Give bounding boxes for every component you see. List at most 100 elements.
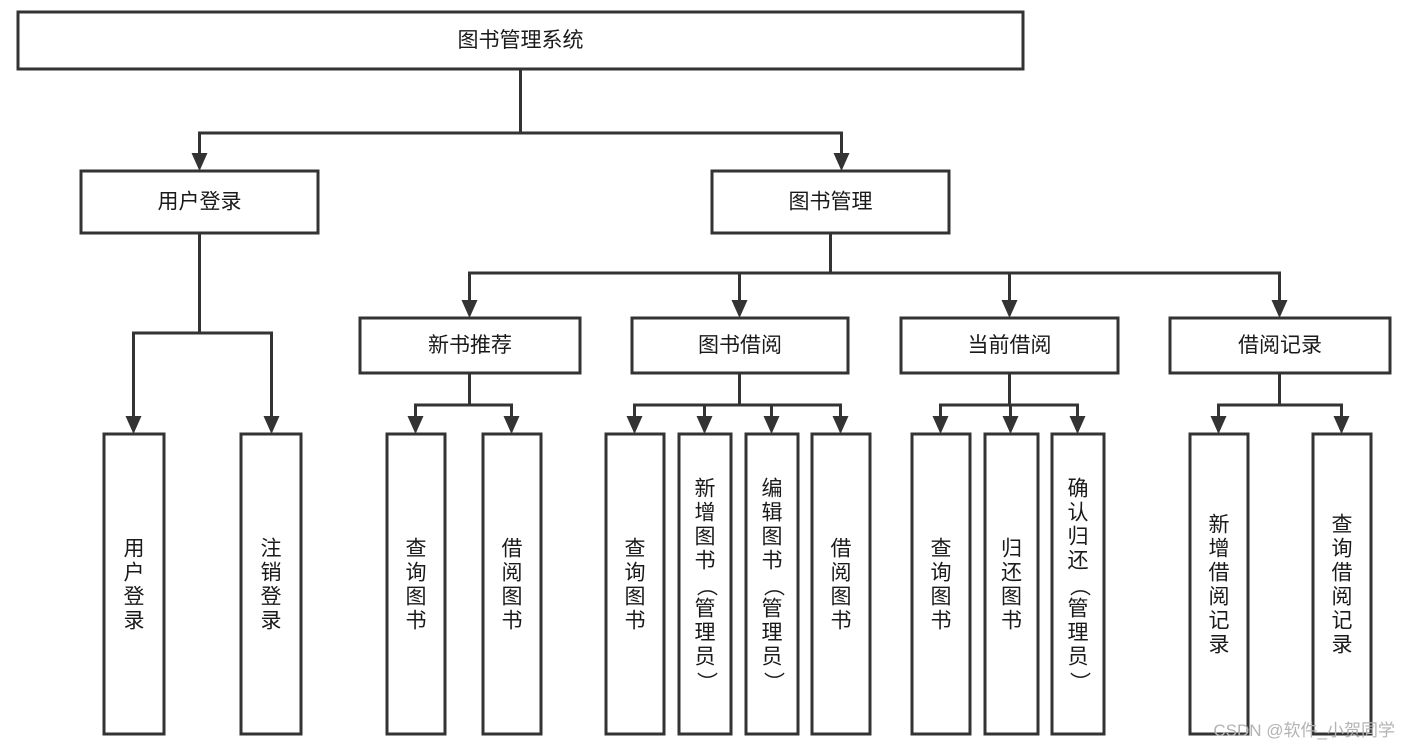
node-box xyxy=(744,432,800,736)
node-label-char: 员 xyxy=(695,646,716,669)
node-label-char: 借 xyxy=(1332,562,1353,585)
node-user-login[interactable]: 用户登录 xyxy=(79,169,320,235)
node-current-borrow[interactable]: 当前借阅 xyxy=(899,316,1120,375)
node-box xyxy=(239,432,303,736)
node-box xyxy=(481,432,543,736)
node-label-char: 登 xyxy=(124,586,145,609)
node-label-char: 归 xyxy=(1001,538,1022,561)
node-label-char: 查 xyxy=(1332,514,1353,537)
node-layer: 图书管理系统用户登录图书管理新书推荐图书借阅当前借阅借阅记录用户登录注销登录查询… xyxy=(16,10,1392,736)
node-label-char: 新 xyxy=(695,478,716,501)
arrow-head-icon xyxy=(932,416,949,434)
node-label-char: 图 xyxy=(831,586,852,609)
node-label-char: 增 xyxy=(1209,538,1230,561)
arrow-head-icon xyxy=(833,153,850,171)
node-label-char: 编 xyxy=(762,478,783,501)
node-box xyxy=(385,432,447,736)
node-label-char: 查 xyxy=(625,538,646,561)
node-label-char: 辑 xyxy=(762,502,783,525)
node-label-char: （ xyxy=(694,576,717,597)
node-label-char: 查 xyxy=(931,538,952,561)
node-label-char: 认 xyxy=(1068,502,1089,525)
arrow-head-icon xyxy=(503,416,520,434)
node-label: 新书推荐 xyxy=(428,334,512,357)
node-label-char: 理 xyxy=(1068,622,1089,645)
node-borrow-record[interactable]: 借阅记录 xyxy=(1168,316,1392,375)
node-box xyxy=(1188,432,1250,736)
node-label-char: 新 xyxy=(1209,514,1230,537)
node-label-char: 员 xyxy=(1068,646,1089,669)
node-label-char: 借 xyxy=(831,538,852,561)
node-label-char: 阅 xyxy=(831,562,852,585)
node-label: 借阅记录 xyxy=(1238,334,1322,357)
node-box xyxy=(604,432,666,736)
node-label-char: 询 xyxy=(931,562,952,585)
node-label-char: 确 xyxy=(1068,478,1089,501)
arrow-head-icon xyxy=(1271,300,1288,318)
node-label-char: 增 xyxy=(695,502,716,525)
node-label-char: 借 xyxy=(1209,562,1230,585)
node-label-char: 录 xyxy=(124,610,145,633)
node-label-char: 询 xyxy=(1332,538,1353,561)
node-label-char: 还 xyxy=(1068,550,1089,573)
node-label-char: 录 xyxy=(1209,634,1230,657)
node-label-char: （ xyxy=(761,576,784,597)
arrow-head-icon xyxy=(832,416,849,434)
node-label-char: 书 xyxy=(762,550,783,573)
node-label: 当前借阅 xyxy=(968,334,1052,357)
node-label-char: 图 xyxy=(625,586,646,609)
node-label-char: 图 xyxy=(1001,586,1022,609)
node-leaf-user-login[interactable]: 用户登录 xyxy=(102,432,166,736)
node-label-char: 阅 xyxy=(1209,586,1230,609)
node-label-char: 图 xyxy=(406,586,427,609)
arrow-head-icon xyxy=(1069,416,1086,434)
node-label-char: 书 xyxy=(1001,610,1022,633)
node-box xyxy=(677,432,733,736)
node-label-char: 录 xyxy=(1332,634,1353,657)
arrow-head-icon xyxy=(696,416,713,434)
node-label-char: 书 xyxy=(831,610,852,633)
node-label: 用户登录 xyxy=(158,191,242,214)
node-label-char: 理 xyxy=(762,622,783,645)
node-box xyxy=(79,169,320,235)
node-label-char: 记 xyxy=(1209,610,1230,633)
node-label-char: 图 xyxy=(695,526,716,549)
node-root[interactable]: 图书管理系统 xyxy=(16,10,1025,71)
node-label-char: （ xyxy=(1067,576,1090,597)
arrow-head-layer xyxy=(125,153,1350,434)
arrow-head-icon xyxy=(763,416,780,434)
node-label-char: 书 xyxy=(625,610,646,633)
node-box xyxy=(910,432,972,736)
node-label-char: 书 xyxy=(502,610,523,633)
node-label-char: 书 xyxy=(406,610,427,633)
node-box xyxy=(710,169,951,235)
node-box xyxy=(16,10,1025,71)
node-box xyxy=(810,432,872,736)
node-new-book-recommend[interactable]: 新书推荐 xyxy=(358,316,582,375)
arrow-head-icon xyxy=(626,416,643,434)
arrow-head-icon xyxy=(125,416,142,434)
node-book-management[interactable]: 图书管理 xyxy=(710,169,951,235)
node-label-char: 用 xyxy=(124,538,145,561)
node-label-char: 图 xyxy=(502,586,523,609)
node-label-char: 书 xyxy=(931,610,952,633)
node-box xyxy=(358,316,582,375)
node-label-char: 户 xyxy=(124,562,145,585)
node-book-borrow[interactable]: 图书借阅 xyxy=(630,316,850,375)
node-label-char: ） xyxy=(1067,672,1090,693)
node-label-char: 管 xyxy=(695,598,716,621)
